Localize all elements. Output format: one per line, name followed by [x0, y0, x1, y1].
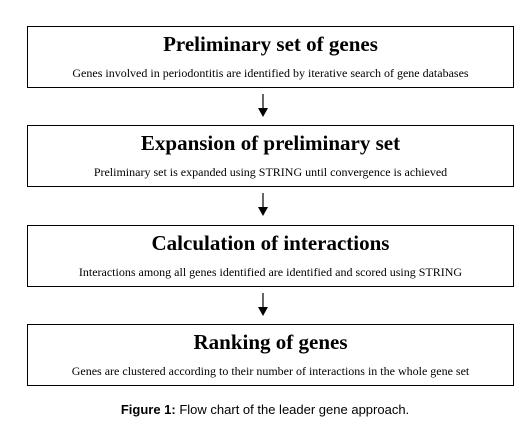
step-title: Ranking of genes — [193, 330, 348, 354]
step-box-ranking: Ranking of genes Genes are clustered acc… — [27, 324, 514, 386]
step-box-calculation: Calculation of interactions Interactions… — [27, 225, 514, 287]
step-title: Calculation of interactions — [151, 231, 390, 255]
step-description: Interactions among all genes identified … — [78, 265, 463, 279]
figure-caption-label: Figure 1: — [120, 402, 176, 417]
step-description: Genes are clustered according to their n… — [71, 364, 470, 378]
figure-caption-text: Flow chart of the leader gene approach. — [175, 402, 410, 417]
figure-caption: Figure 1: Flow chart of the leader gene … — [0, 402, 530, 418]
step-box-expansion: Expansion of preliminary set Preliminary… — [27, 125, 514, 187]
step-box-preliminary-set: Preliminary set of genes Genes involved … — [27, 26, 514, 88]
step-title: Expansion of preliminary set — [140, 131, 401, 155]
down-arrow-icon — [256, 293, 270, 317]
down-arrow-icon — [256, 94, 270, 118]
step-description: Preliminary set is expanded using STRING… — [93, 165, 448, 179]
down-arrow-icon — [256, 193, 270, 217]
step-description: Genes involved in periodontitis are iden… — [72, 66, 469, 80]
step-title: Preliminary set of genes — [163, 32, 378, 56]
